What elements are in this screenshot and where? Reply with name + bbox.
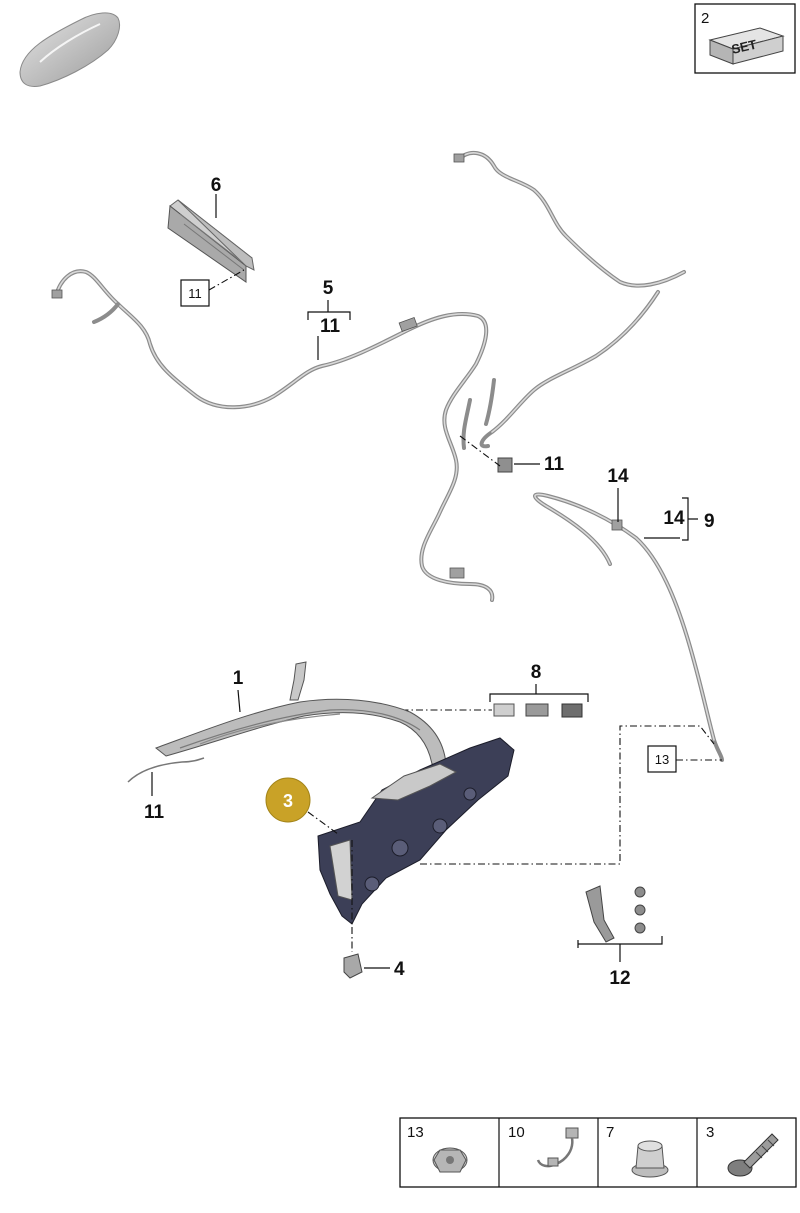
legend-cell[interactable]: 3 xyxy=(706,1124,779,1177)
highlight-badge[interactable]: 3 xyxy=(265,777,311,823)
hardware-legend: 13 10 7 3 xyxy=(399,1117,797,1188)
callout-5[interactable]: 5 xyxy=(323,278,334,299)
flange-nut-icon xyxy=(432,1147,468,1173)
leader-6-box xyxy=(208,269,245,291)
leader-1 xyxy=(237,689,241,713)
set-kit-box[interactable]: 2 SET xyxy=(694,3,796,74)
legend-cell[interactable]: 13 xyxy=(407,1124,468,1173)
set-block-icon: SET xyxy=(708,27,785,65)
leader-3 xyxy=(307,811,339,835)
callout-1[interactable]: 1 xyxy=(233,668,244,689)
callout-11-left[interactable]: 11 xyxy=(144,802,165,823)
callout-8[interactable]: 8 xyxy=(531,662,542,683)
callout-14-bracket[interactable]: 14 xyxy=(663,508,685,529)
legend-cell[interactable]: 7 xyxy=(606,1124,669,1178)
mounting-kit-part[interactable] xyxy=(585,885,646,943)
callout-6[interactable]: 6 xyxy=(211,175,222,196)
ref-box-11[interactable] xyxy=(180,279,210,307)
car-silhouette-icon xyxy=(19,12,121,87)
callout-14-top[interactable]: 14 xyxy=(607,466,629,487)
sensor-wire-part[interactable] xyxy=(127,757,205,783)
legend-cell-number: 13 xyxy=(407,1124,424,1141)
callout-5-11[interactable]: 11 xyxy=(320,316,341,337)
legend-cell[interactable]: 10 xyxy=(508,1124,579,1168)
ref-box-11-label: 11 xyxy=(188,286,202,301)
control-module-part[interactable] xyxy=(167,199,255,283)
wiring-harness-part[interactable] xyxy=(51,150,686,602)
harness-clip-part[interactable] xyxy=(497,457,513,473)
wire-connector-icon xyxy=(536,1127,579,1168)
leader-11-dash xyxy=(459,435,501,467)
ref-box-13-label: 13 xyxy=(655,752,669,767)
bracket-8 xyxy=(489,684,589,702)
legend-cell-number: 7 xyxy=(606,1124,614,1141)
legend-cell-number: 3 xyxy=(706,1124,714,1141)
roof-rail-part[interactable] xyxy=(154,661,447,765)
screw-icon xyxy=(727,1133,779,1177)
bracket-9 xyxy=(644,497,698,541)
clip-set-part[interactable] xyxy=(493,703,583,718)
callout-9[interactable]: 9 xyxy=(704,511,715,532)
callout-12[interactable]: 12 xyxy=(609,968,630,989)
set-label: SET xyxy=(730,37,758,57)
callout-4[interactable]: 4 xyxy=(394,959,405,980)
drain-hose-part[interactable] xyxy=(533,492,724,762)
bracket-12 xyxy=(577,936,663,962)
side-frame-part[interactable] xyxy=(317,737,515,925)
callout-3: 3 xyxy=(283,791,293,811)
set-kit-number: 2 xyxy=(701,10,709,27)
bracket-5 xyxy=(307,300,351,320)
callout-11-mid[interactable]: 11 xyxy=(544,454,565,475)
rivet-nut-icon xyxy=(631,1140,669,1178)
ref-box-13[interactable] xyxy=(647,745,677,773)
legend-cell-number: 10 xyxy=(508,1124,525,1141)
bracket-part[interactable] xyxy=(343,953,363,979)
leader-13-route xyxy=(420,725,715,865)
